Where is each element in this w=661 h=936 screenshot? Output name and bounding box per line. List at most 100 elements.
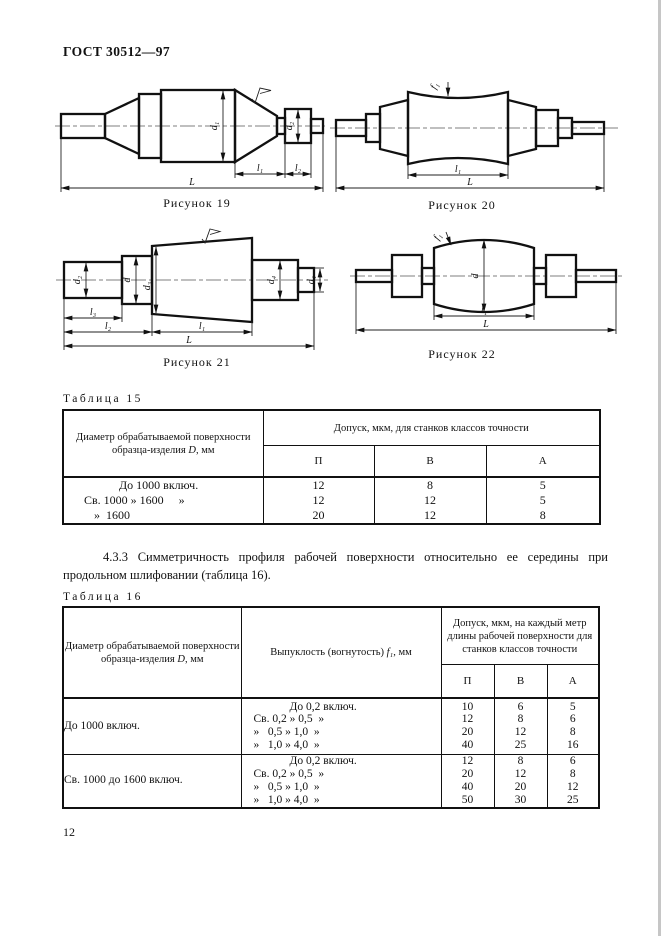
table-cell-value: 12: [461, 713, 474, 726]
table-cell-line: До 0,2 включ.: [289, 755, 357, 768]
dim-label-f: f₁: [428, 81, 441, 91]
table15-values-p: 12 12 20: [262, 476, 375, 525]
header-unit: , мм: [184, 653, 204, 665]
header-symbol: D: [177, 653, 185, 665]
table16-group1-values-p: 10 12 20 40: [440, 697, 495, 755]
table15-diameter-header: Диаметр обрабатываемой поверхности образ…: [62, 409, 264, 478]
dim-label-d4: d₄: [266, 275, 277, 284]
table-cell-value: 5: [539, 478, 546, 492]
header-text: Выпуклость (вогнутость): [270, 647, 384, 658]
table-cell-value: 50: [461, 793, 474, 806]
table-16-label: Таблица 16: [63, 591, 143, 603]
table-cell-line: » 1600: [94, 508, 130, 522]
header-text: Диаметр обрабатываемой поверхности образ…: [76, 431, 251, 456]
table-cell-value: 12: [312, 493, 325, 507]
roller-profile: [334, 90, 606, 166]
header-unit: , мм: [393, 647, 412, 658]
table16-group1-values-a: 5 6 8 16: [546, 697, 600, 755]
dim-label-d: d: [470, 273, 481, 279]
dimensions: d₂ d d₃ d₄ d₁ l₃ l₂ l₁ L: [63, 228, 324, 350]
table15-values-v: 8 12 12: [373, 476, 487, 525]
table16-class-a: А: [546, 664, 600, 699]
dim-label-l1: l₁: [199, 321, 205, 332]
table16-class-p: П: [440, 664, 495, 699]
dim-label-L: L: [466, 177, 473, 188]
section-4-3-3-text: 4.3.3 Симметричность профиля рабочей пов…: [63, 550, 608, 582]
header-text: Диаметр обрабатываемой поверхности образ…: [65, 640, 240, 665]
table-cell-line: Св. 0,2 » 0,5 »: [253, 713, 325, 726]
table15-tolerance-header: Допуск, мкм, для станков классов точност…: [262, 409, 601, 446]
roller-profile: [354, 238, 618, 314]
table-cell-value: 25: [567, 793, 579, 806]
table-cell-value: 40: [461, 780, 474, 793]
dim-label-d: d: [122, 277, 133, 283]
table-cell-line: Св. 0,2 » 0,5 »: [253, 767, 325, 780]
table-cell-value: 12: [567, 780, 579, 793]
table-cell-value: 20: [514, 780, 527, 793]
table-cell-value: 6: [569, 713, 576, 726]
figure-21-caption: Рисунок 21: [163, 355, 231, 369]
table-cell-value: 8: [427, 478, 433, 492]
table-cell-value: 8: [517, 713, 524, 726]
table15-class-a: А: [485, 445, 601, 478]
table15-class-v: В: [373, 445, 487, 478]
table-cell-line: » 1,0 » 4,0 »: [253, 739, 320, 752]
table-cell-value: 12: [312, 478, 325, 492]
table-cell-value: 12: [514, 767, 527, 780]
table-15: Диаметр обрабатываемой поверхности образ…: [62, 409, 601, 525]
roughness-flag-icon: [201, 228, 222, 244]
table-cell-value: 20: [461, 767, 474, 780]
dim-label-l3: l₃: [90, 307, 97, 318]
table16-diameter-header: Диаметр обрабатываемой поверхности образ…: [62, 606, 242, 699]
table-cell-value: 16: [567, 739, 579, 752]
dim-label-d1: d₁: [306, 276, 317, 284]
dim-label-L: L: [185, 335, 192, 346]
table-cell-value: 8: [569, 726, 576, 739]
table16-class-v: В: [493, 664, 548, 699]
table-cell-value: 6: [517, 700, 524, 713]
figure-22-caption: Рисунок 22: [428, 347, 496, 361]
header-symbol: D: [188, 444, 196, 456]
table-cell-value: 8: [569, 767, 576, 780]
dim-label-l2: l₂: [295, 163, 302, 174]
table-cell-line: До 1000 включ.: [64, 719, 140, 732]
table-cell-value: 8: [517, 755, 524, 768]
table-cell-value: 20: [312, 508, 325, 522]
header-unit: , мм: [195, 444, 215, 456]
figure-21-drawing: d₂ d d₃ d₄ d₁ l₃ l₂ l₁ L: [56, 228, 328, 350]
table16-group1-diameter: До 1000 включ.: [62, 697, 242, 755]
dim-label-d1: d₁: [209, 122, 220, 130]
figure-19-caption: Рисунок 19: [163, 196, 231, 210]
table-cell-line: Св. 1000 до 1600 включ.: [64, 774, 183, 787]
dim-label-L: L: [188, 177, 195, 188]
table15-class-p: П: [262, 445, 375, 478]
table16-group2-values-p: 12 20 40 50: [440, 753, 495, 809]
table-cell-value: 5: [539, 493, 546, 507]
table16-group2-diameter: Св. 1000 до 1600 включ.: [62, 753, 242, 809]
table16-group2-values-a: 6 8 12 25: [546, 753, 600, 809]
table16-group1-convexity: До 0,2 включ. Св. 0,2 » 0,5 » » 0,5 » 1,…: [240, 697, 442, 755]
table-cell-value: 8: [539, 508, 546, 522]
figure-19-drawing: d₁ d₂ l₁ l₂ L: [55, 87, 325, 192]
dim-label-l2: l₂: [105, 321, 112, 332]
standard-number: ГОСТ 30512—97: [63, 44, 170, 59]
roughness-flag-icon: [251, 87, 272, 104]
table-cell-line: » 1,0 » 4,0 »: [253, 793, 320, 806]
table-cell-line: До 0,2 включ.: [289, 700, 357, 713]
table-cell-value: 10: [461, 700, 474, 713]
dim-label-f: f₁: [432, 231, 445, 242]
table-15-label: Таблица 15: [63, 393, 143, 405]
table-cell-value: 12: [461, 755, 474, 768]
table-cell-value: 12: [424, 493, 436, 507]
table-cell-line: Св. 1000 » 1600 »: [84, 493, 185, 507]
page-number: 12: [63, 825, 75, 839]
table16-group1-values-v: 6 8 12 25: [493, 697, 548, 755]
table-cell-line: До 1000 включ.: [119, 478, 199, 492]
dimensions: d₁ d₂ l₁ l₂ L: [60, 87, 324, 192]
table-cell-value: 30: [514, 793, 527, 806]
table-cell-value: 40: [461, 739, 474, 752]
scan-edge-artifact: [658, 0, 661, 936]
table15-diameter-cell: До 1000 включ. Св. 1000 » 1600 » » 1600: [62, 476, 264, 525]
figure-20-drawing: f₁ l₁ L: [330, 81, 618, 192]
